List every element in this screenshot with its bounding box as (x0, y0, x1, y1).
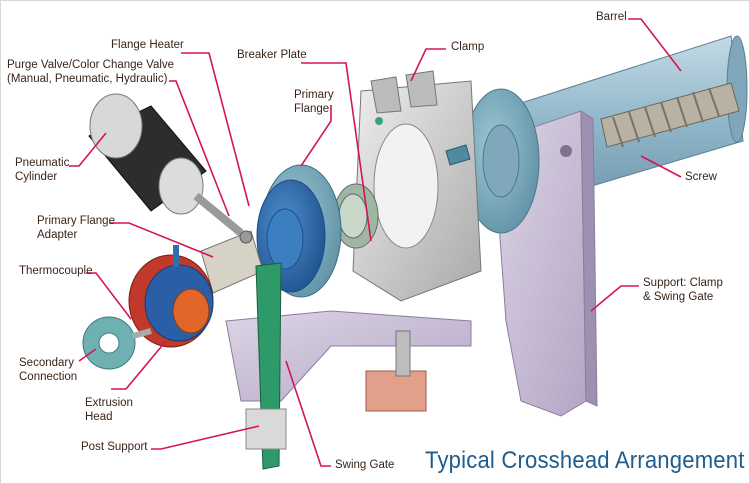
clamp-part (352, 70, 482, 302)
label-swing-gate: Swing Gate (335, 459, 395, 471)
pneumatic-cylinder-part (88, 93, 244, 237)
leader-primary-flange (300, 105, 332, 167)
label-purge-valve-line1: Purge Valve/Color Change Valve (7, 59, 175, 71)
leader-post-support (151, 425, 260, 450)
label-primary-flange-line1: Primary (294, 89, 334, 101)
post-support-part (245, 262, 287, 470)
label-flange-heater: Flange Heater (111, 39, 184, 51)
label-primary-flange-adapter-line1: Primary Flange (37, 215, 115, 227)
label-screw: Screw (685, 171, 717, 183)
leader-support (590, 285, 639, 312)
leader-extrusion-head (111, 340, 167, 390)
label-support-line2: & Swing Gate (643, 291, 714, 303)
primary-flange-adapter-part (200, 230, 264, 294)
label-breaker-plate: Breaker Plate (237, 49, 307, 61)
label-support-line1: Support: Clamp (643, 277, 723, 289)
leader-swing-gate (285, 360, 331, 467)
secondary-connection-part (82, 316, 152, 370)
leader-barrel (628, 18, 682, 72)
breaker-plate-part (333, 183, 379, 249)
leader-secondary-connection (78, 348, 97, 362)
label-clamp: Clamp (451, 41, 485, 53)
leader-lines (69, 18, 682, 467)
extrusion-head-part (128, 245, 214, 348)
label-purge-valve-line2: (Manual, Pneumatic, Hydraulic) (7, 73, 168, 85)
label-extrusion-head-line1: Extrusion (85, 397, 133, 409)
label-secondary-connection-line2: Connection (19, 371, 78, 383)
label-barrel: Barrel (596, 11, 627, 23)
leader-pneumatic-cylinder (69, 132, 107, 167)
label-post-support: Post Support (81, 441, 148, 453)
label-secondary-connection-line1: Secondary (19, 357, 74, 369)
label-pneumatic-cylinder-line1: Pneumatic (15, 157, 70, 169)
leader-purge-valve (169, 80, 230, 217)
leader-primary-flange-adapter (109, 222, 214, 258)
barrel-flange-part (462, 88, 540, 234)
leader-screw (640, 155, 682, 178)
diagram-title: Typical Crosshead Arrangement (425, 447, 745, 474)
label-primary-flange-line2: Flange (294, 103, 330, 115)
leader-thermocouple (86, 272, 132, 320)
leader-breaker-plate (301, 62, 372, 242)
leader-clamp (410, 48, 446, 82)
label-thermocouple: Thermocouple (19, 265, 93, 277)
leader-flange-heater (181, 52, 250, 207)
screw-part (600, 82, 740, 148)
swing-gate-part (225, 310, 472, 412)
label-extrusion-head-line2: Head (85, 411, 113, 423)
label-primary-flange-adapter-line2: Adapter (37, 229, 78, 241)
label-pneumatic-cylinder-line2: Cylinder (15, 171, 58, 183)
